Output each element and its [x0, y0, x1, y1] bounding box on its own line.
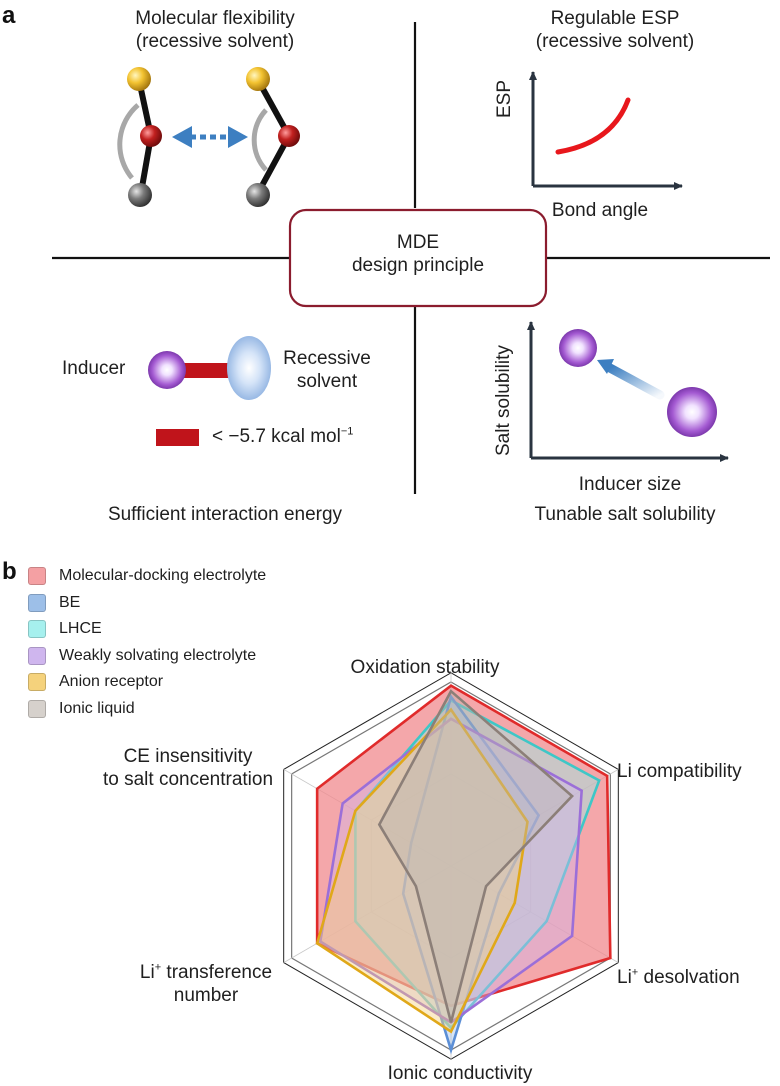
axis-label-oxidation: Oxidation stability	[350, 657, 500, 678]
recessive-solvent-label: Recessive solvent	[283, 348, 371, 392]
energy-legend-bar	[156, 429, 199, 446]
esp-xlabel: Bond angle	[551, 200, 649, 221]
legend-label: Ionic liquid	[59, 699, 135, 717]
radar-spoke	[450, 865, 619, 963]
solubility-ylabel: Salt solubility	[493, 345, 514, 456]
radar-spoke	[283, 865, 452, 963]
legend-label: BE	[59, 593, 81, 611]
panel-b-label: b	[2, 558, 17, 585]
design-principle-text: MDE design principle	[351, 232, 485, 276]
radar-frame	[283, 672, 619, 1060]
legend-swatch	[28, 646, 46, 665]
legend-swatch	[28, 593, 46, 612]
esp-axes	[529, 71, 683, 190]
esp-curve	[555, 97, 631, 155]
esp-ylabel: ESP	[494, 79, 515, 118]
legend-swatch	[28, 673, 46, 692]
legend-item: Ionic liquid	[28, 696, 368, 723]
legend-label: Molecular-docking electrolyte	[59, 567, 267, 585]
salt-solubility-caption: Tunable salt solubility	[534, 504, 716, 525]
radar-series-ionic-liquid	[377, 689, 574, 1023]
energy-threshold-label: < −5.7 kcal mol−1	[212, 425, 354, 447]
inducer-label: Inducer	[62, 358, 126, 379]
inducer-solvent-icon	[148, 336, 271, 446]
radar-series-weakly-solvating-electrolyte	[318, 717, 584, 1024]
axis-label-ce-insensitivity: CE insensitivity to salt concentration	[102, 746, 274, 790]
axis-label-li-compatibility: Li compatibility	[617, 761, 742, 782]
molecule-bent-left-icon	[117, 67, 162, 207]
radar-series-molecular-docking-electrolyte	[315, 684, 612, 1008]
double-arrow-icon	[172, 126, 248, 148]
radar-series-be	[401, 693, 541, 1055]
radar-outer-grid	[291, 681, 611, 1051]
solvent-ellipse	[227, 336, 271, 400]
legend-label: LHCE	[59, 620, 102, 638]
legend-item: Molecular-docking electrolyte	[28, 563, 368, 590]
radar-series-anion-receptor	[315, 707, 529, 1034]
legend-swatch	[28, 620, 46, 639]
interaction-energy-caption: Sufficient interaction energy	[107, 504, 343, 525]
legend-label: Anion receptor	[59, 673, 164, 691]
design-principle-box	[288, 208, 548, 308]
solubility-axes	[527, 321, 729, 462]
axis-label-ionic-conductivity: Ionic conductivity	[387, 1063, 533, 1084]
axis-label-desolvation: Li+ desolvation	[617, 966, 740, 988]
legend-item: Anion receptor	[28, 669, 368, 696]
radar-series-lhce	[354, 698, 601, 1030]
radar-inner-grid	[370, 773, 532, 959]
radar-spoke	[450, 769, 619, 867]
flexibility-title: Molecular flexibility (recessive solvent…	[135, 8, 295, 52]
legend-item: LHCE	[28, 616, 368, 643]
large-inducer-sphere	[667, 387, 717, 437]
inducer-sphere	[148, 351, 186, 389]
solubility-xlabel: Inducer size	[578, 474, 682, 495]
legend-item: BE	[28, 590, 368, 617]
small-inducer-sphere	[559, 329, 597, 367]
esp-title: Regulable ESP (recessive solvent)	[535, 8, 695, 52]
molecule-bent-right-icon	[246, 67, 300, 207]
legend-item: Weakly solvating electrolyte	[28, 643, 368, 670]
panel-a-graphics	[52, 22, 770, 494]
axis-label-transference: Li+ transference number	[139, 961, 273, 1006]
panel-a-label: a	[2, 2, 16, 29]
legend-swatch	[28, 567, 46, 586]
legend-swatch	[28, 699, 46, 718]
legend-label: Weakly solvating electrolyte	[59, 646, 257, 664]
